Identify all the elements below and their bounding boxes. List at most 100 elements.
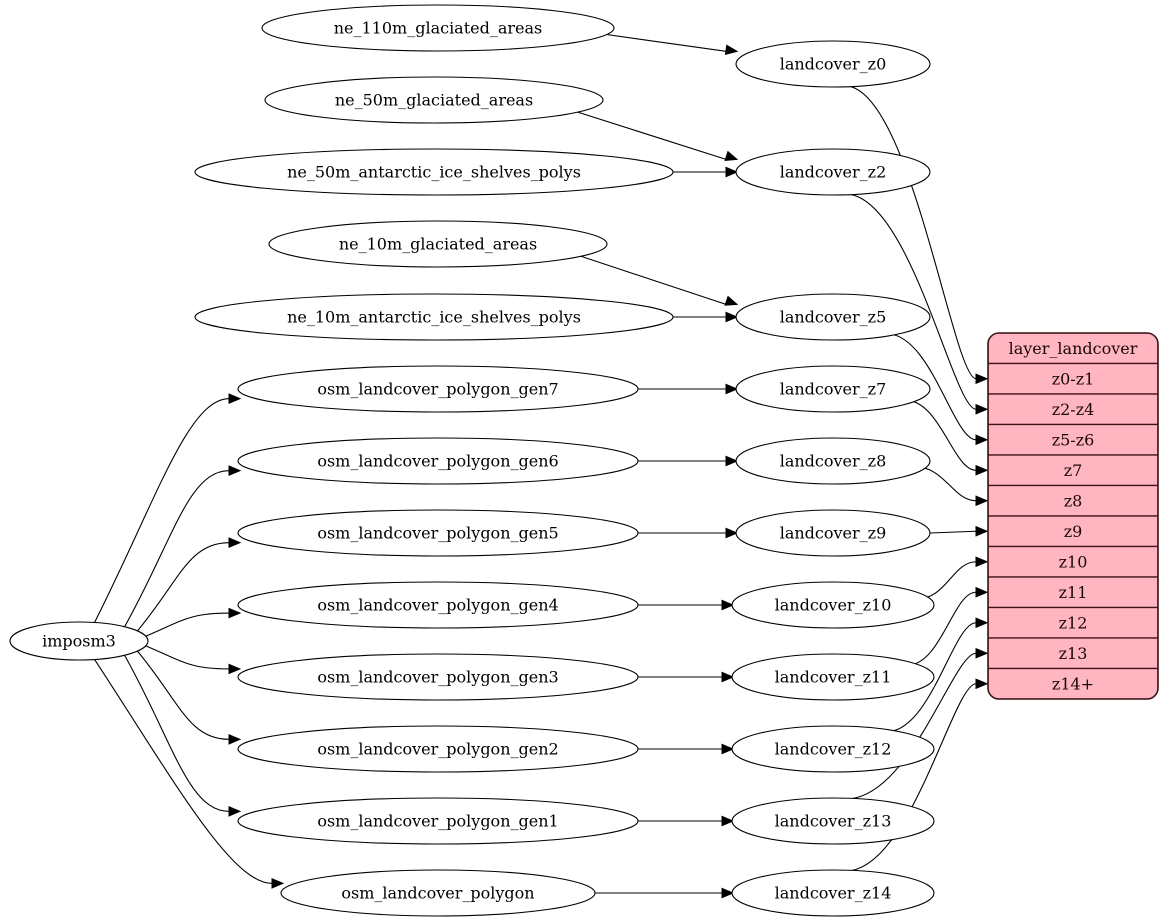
edge-osm_gen3-to-lc_z11	[638, 671, 735, 683]
node-osm_gen7[interactable]: osm_landcover_polygon_gen7	[237, 365, 639, 413]
edge-line	[123, 470, 230, 629]
arrow-head	[724, 150, 739, 161]
arrow-head	[975, 434, 989, 446]
node-imposm3[interactable]: imposm3	[9, 621, 149, 661]
arrow-head	[721, 599, 735, 611]
edge-line	[575, 253, 727, 305]
node-label: osm_landcover_polygon_gen5	[317, 524, 558, 543]
node-label: osm_landcover_polygon	[341, 884, 534, 903]
node-shape	[731, 869, 935, 917]
edge-line	[135, 542, 230, 634]
node-label: landcover_z11	[775, 668, 892, 687]
edge-imposm3-to-osm_gen6	[123, 465, 242, 629]
edge-lc_z14-to-row_z14+	[845, 678, 989, 872]
node-shape	[280, 869, 596, 917]
node-osm_gen6[interactable]: osm_landcover_polygon_gen6	[237, 437, 639, 485]
node-shape	[237, 725, 639, 773]
edge-imposm3-to-osm_gen7	[93, 393, 242, 624]
node-label: landcover_z2	[780, 163, 887, 182]
edge-imposm3-to-osm_gen1	[123, 653, 242, 817]
edge-osm_gen2-to-lc_z12	[638, 743, 735, 755]
edge-ne110_gl-to-lc_z0	[596, 32, 739, 56]
edge-lc_z2-to-row_z2-z4	[844, 193, 989, 415]
node-osm_gen3[interactable]: osm_landcover_polygon_gen3	[237, 653, 639, 701]
node-label: osm_landcover_polygon_gen2	[317, 740, 558, 759]
node-shape	[268, 220, 608, 268]
nodes-layer: ne_110m_glaciated_areas ne_50m_glaciated_…	[9, 4, 935, 917]
arrow-head	[724, 44, 739, 56]
node-lc_z2[interactable]: landcover_z2	[735, 148, 931, 196]
node-lc_z9[interactable]: landcover_z9	[735, 509, 931, 557]
edge-line	[845, 652, 977, 800]
edge-imposm3-to-osm_gen2	[135, 648, 242, 745]
table-row-z12[interactable]	[988, 606, 1158, 639]
node-shape	[237, 437, 639, 485]
arrow-head	[975, 617, 989, 629]
edge-line	[596, 32, 727, 52]
node-shape	[264, 76, 604, 124]
table-layer: layer_landcoverz0-z1z2-z4z5-z6z7z8z9z10z…	[987, 332, 1159, 700]
arrow-head	[975, 403, 989, 415]
table-row-z0-z1[interactable]	[988, 362, 1158, 395]
node-osm_gen4[interactable]: osm_landcover_polygon_gen4	[237, 581, 639, 629]
node-shape	[261, 4, 615, 52]
arrow-head	[725, 455, 739, 467]
edge-ne50_ant-to-lc_z2	[673, 166, 739, 178]
node-lc_z10[interactable]: landcover_z10	[731, 581, 935, 629]
edge-lc_z13-to-row_z13	[845, 647, 989, 800]
edge-imposm3-to-osm_gen4	[140, 607, 242, 639]
table-row-z8[interactable]	[988, 484, 1158, 517]
node-lc_z12[interactable]: landcover_z12	[731, 725, 935, 773]
arrow-head	[721, 887, 735, 899]
node-lc_z8[interactable]: landcover_z8	[735, 437, 931, 485]
node-ne110_gl[interactable]: ne_110m_glaciated_areas	[261, 4, 615, 52]
arrow-head	[975, 495, 989, 507]
edge-lc_z7-to-row_z7	[904, 399, 989, 476]
node-shape	[237, 509, 639, 557]
node-osm_poly[interactable]: osm_landcover_polygon	[280, 869, 596, 917]
node-ne50_gl[interactable]: ne_50m_glaciated_areas	[264, 76, 604, 124]
table-row-z2-z4[interactable]	[988, 393, 1158, 426]
node-lc_z0[interactable]: landcover_z0	[735, 40, 931, 88]
node-osm_gen1[interactable]: osm_landcover_polygon_gen1	[237, 797, 639, 845]
node-ne10_ant[interactable]: ne_10m_antarctic_ice_shelves_polys	[194, 293, 674, 341]
node-label: ne_50m_antarctic_ice_shelves_polys	[287, 163, 581, 182]
node-lc_z13[interactable]: landcover_z13	[731, 797, 935, 845]
node-label: landcover_z0	[780, 55, 887, 74]
table-row-z10[interactable]	[988, 545, 1158, 578]
node-ne10_gl[interactable]: ne_10m_glaciated_areas	[268, 220, 608, 268]
node-ne50_ant[interactable]: ne_50m_antarctic_ice_shelves_polys	[194, 148, 674, 196]
edge-line	[886, 622, 977, 733]
arrow-head	[228, 733, 242, 745]
node-label: ne_10m_glaciated_areas	[339, 235, 537, 254]
arrow-head	[975, 525, 989, 537]
edge-imposm3-to-osm_poly	[93, 658, 285, 889]
arrow-head	[975, 373, 989, 385]
node-lc_z14[interactable]: landcover_z14	[731, 869, 935, 917]
edge-line	[140, 612, 230, 639]
node-osm_gen2[interactable]: osm_landcover_polygon_gen2	[237, 725, 639, 773]
arrow-head	[724, 295, 739, 306]
node-lc_z5[interactable]: landcover_z5	[735, 293, 931, 341]
edge-line	[571, 109, 727, 160]
node-shape	[237, 581, 639, 629]
node-shape	[731, 581, 935, 629]
edge-line	[140, 643, 230, 670]
node-lc_z11[interactable]: landcover_z11	[731, 653, 935, 701]
arrow-head	[228, 663, 242, 675]
node-label: osm_landcover_polygon_gen3	[317, 668, 558, 687]
table-row-label-z11: z11	[1059, 583, 1088, 602]
arrow-head	[975, 678, 989, 690]
node-label: osm_landcover_polygon_gen6	[317, 452, 558, 471]
edge-lc_z12-to-row_z12	[886, 617, 989, 733]
table-row-z13[interactable]	[988, 637, 1158, 670]
node-lc_z7[interactable]: landcover_z7	[735, 365, 931, 413]
edge-osm_gen1-to-lc_z13	[638, 815, 735, 827]
table-layer-landcover[interactable]: layer_landcoverz0-z1z2-z4z5-z6z7z8z9z10z…	[987, 332, 1159, 700]
edge-ne10_ant-to-lc_z5	[673, 311, 739, 323]
edge-line	[904, 399, 977, 471]
node-shape	[731, 797, 935, 845]
node-osm_gen5[interactable]: osm_landcover_polygon_gen5	[237, 509, 639, 557]
edge-line	[123, 653, 230, 812]
table-row-z14+[interactable]	[988, 667, 1158, 700]
